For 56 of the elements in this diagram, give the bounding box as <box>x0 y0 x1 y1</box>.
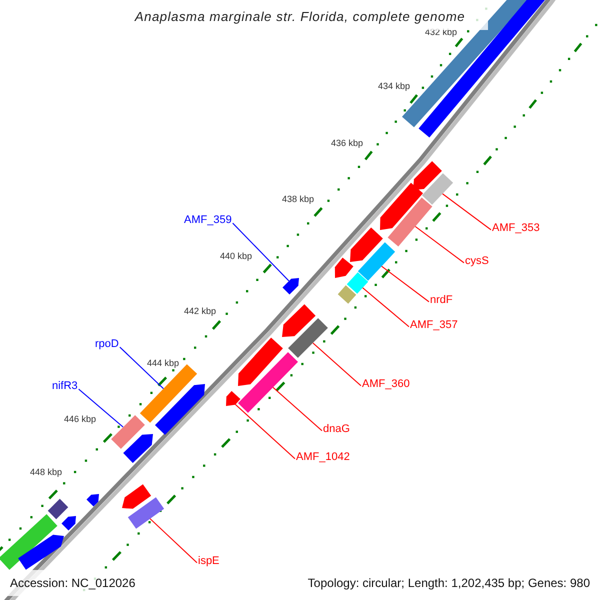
gene-block <box>128 497 164 529</box>
gene-pointer-block <box>380 182 423 230</box>
gene-pointer-block <box>86 494 99 506</box>
gene-block <box>388 198 432 246</box>
gene-label: cysS <box>465 255 489 268</box>
gene-pointer-block <box>122 484 152 509</box>
gene-pointer-block <box>18 534 64 570</box>
gene-pointer-block <box>155 384 205 435</box>
gene-block <box>338 285 356 304</box>
gene-label: AMF_353 <box>492 222 540 235</box>
leader-line <box>78 388 124 428</box>
gene-label: AMF_360 <box>362 378 410 391</box>
gene-label: nifR3 <box>52 380 78 393</box>
leader-line <box>442 193 492 230</box>
gene-pointer-block <box>413 161 442 190</box>
gene-block <box>422 173 454 205</box>
gene-block <box>358 242 396 281</box>
leader-line <box>312 342 362 386</box>
gene-pointer-block <box>238 338 283 386</box>
scale-label: 440 kbp <box>220 251 252 262</box>
gene-block <box>346 272 368 294</box>
gene-label: AMF_359 <box>184 214 232 227</box>
gene-label: dnaG <box>323 423 350 436</box>
gene-block <box>238 352 298 413</box>
leader-line <box>119 346 164 390</box>
scale-label: 438 kbp <box>282 194 314 205</box>
gene-block <box>48 498 68 520</box>
leader-line <box>150 518 198 564</box>
gene-block <box>288 318 328 358</box>
gene-label: AMF_357 <box>410 319 458 332</box>
scale-label: 444 kbp <box>147 358 180 369</box>
leader-line <box>234 404 296 460</box>
gene-label: AMF_1042 <box>296 451 350 464</box>
gene-block <box>111 415 145 449</box>
gene-label: rpoD <box>95 338 119 351</box>
gene-block <box>0 514 58 570</box>
scale-label: 448 kbp <box>30 467 62 478</box>
gene-pointer-block <box>226 391 240 406</box>
scale-label: 436 kbp <box>331 138 364 149</box>
leader-line <box>381 266 430 302</box>
leader-line <box>362 287 410 328</box>
leader-line <box>232 222 290 282</box>
gene-pointer-block <box>350 228 383 262</box>
gene-pointer-block <box>123 434 153 463</box>
leader-line <box>414 226 464 264</box>
gene-pointer-block <box>282 278 299 294</box>
scale-label: 434 kbp <box>378 81 410 92</box>
gene-label: nrdF <box>430 294 453 307</box>
scale-label: 442 kbp <box>184 306 216 317</box>
gene-pointer-block <box>62 516 76 530</box>
gene-pointer-block <box>334 258 354 278</box>
leader-line <box>272 386 322 432</box>
scale-label: 446 kbp <box>64 414 96 425</box>
gene-label: ispE <box>198 555 220 568</box>
scale-label: 432 kbp <box>425 27 458 38</box>
gene-pointer-block <box>282 304 316 337</box>
